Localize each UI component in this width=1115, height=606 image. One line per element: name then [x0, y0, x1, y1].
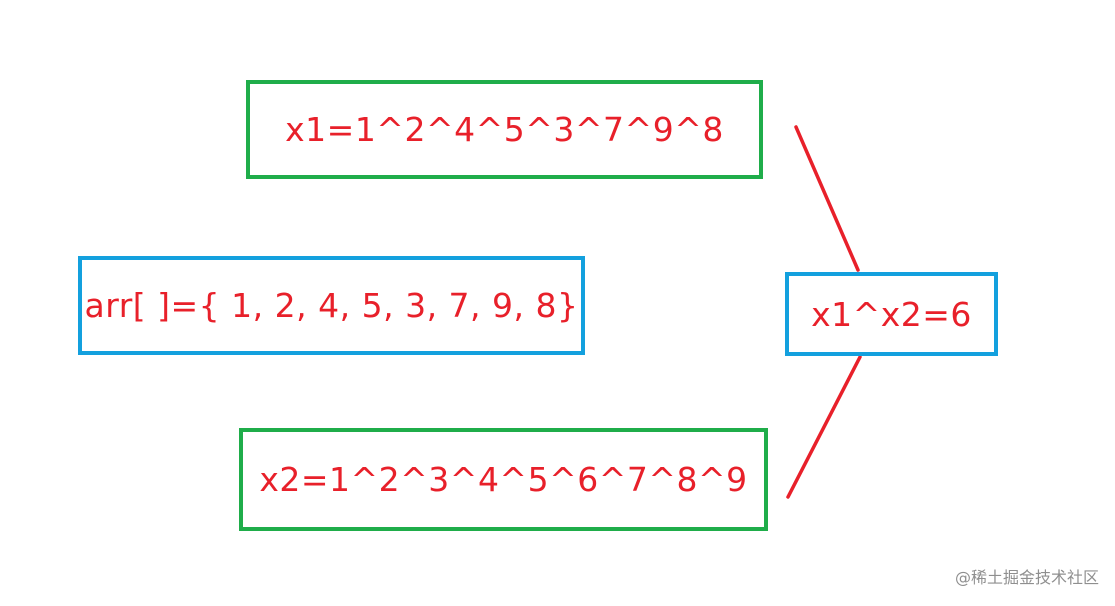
connector-x1-to-result — [794, 125, 860, 272]
x1-expression-box: x1=1^2^4^5^3^7^9^8 — [246, 80, 763, 179]
x2-expression-text: x2=1^2^3^4^5^6^7^8^9 — [259, 460, 748, 499]
watermark-text: @稀土掘金技术社区 — [954, 568, 1099, 587]
array-text: arr[ ]={ 1, 2, 4, 5, 3, 7, 9, 8} — [84, 286, 579, 325]
result-box: x1^x2=6 — [785, 272, 998, 356]
result-text: x1^x2=6 — [811, 294, 972, 334]
connector-x2-to-result — [786, 355, 862, 499]
x2-expression-box: x2=1^2^3^4^5^6^7^8^9 — [239, 428, 768, 531]
array-box: arr[ ]={ 1, 2, 4, 5, 3, 7, 9, 8} — [78, 256, 585, 355]
x1-expression-text: x1=1^2^4^5^3^7^9^8 — [285, 110, 724, 149]
